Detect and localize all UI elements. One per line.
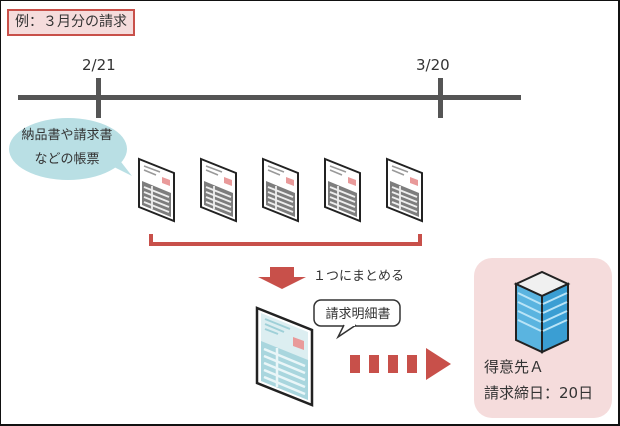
document-icon [386,157,423,223]
statement-bubble-text: 請求明細書 [325,307,391,322]
document-icon [138,157,175,223]
timeline-end-label: 3/20 [416,56,450,74]
timeline-axis [18,95,521,100]
document-icon [262,157,299,223]
merge-label: １つにまとめる [313,269,405,284]
timeline-start-label: 2/21 [82,56,116,74]
statement-document-icon [255,306,314,407]
merge-bracket [149,234,422,246]
document-icon [200,157,237,223]
statement-bubble [313,299,401,340]
documents-bubble-line1: 納品書や請求書 [21,128,113,143]
document-icon [324,157,361,223]
client-closing-day: 請求締日：20日 [484,384,594,402]
documents-bubble-line2: などの帳票 [34,152,100,167]
office-building-icon [513,270,571,354]
documents-bubble [9,118,132,180]
down-arrow-icon [258,267,306,289]
title-label: 例：３月分の請求 [7,9,135,36]
timeline-tick-end [438,78,443,118]
documents-bubble-text: 納品書や請求書 などの帳票 [8,124,126,172]
client-name: 得意先Ａ [484,358,545,376]
timeline-tick-start [96,78,101,118]
dashed-right-arrow-icon [350,348,451,380]
